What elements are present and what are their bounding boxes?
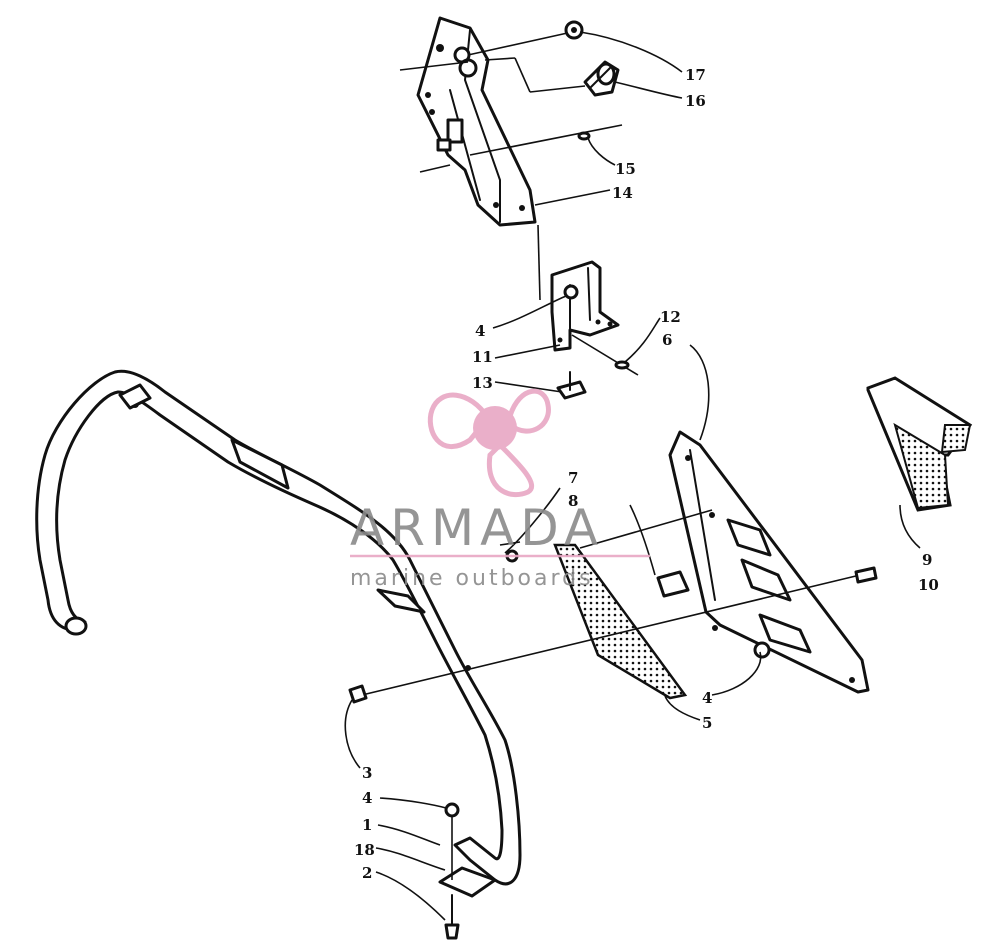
callout-18: 18 <box>354 841 375 859</box>
callout-12: 12 <box>660 308 681 326</box>
nut-4-panel <box>753 641 771 659</box>
callout-6: 6 <box>662 331 672 349</box>
callout-8: 8 <box>568 492 578 510</box>
watermark: ARMADA marine outboards <box>350 388 650 591</box>
watermark-tagline: marine outboards <box>350 566 594 591</box>
callout-16: 16 <box>685 92 706 110</box>
pin-12 <box>614 360 630 370</box>
propeller-logo-icon <box>427 388 551 498</box>
callout-1: 1 <box>362 816 372 834</box>
callout-10: 10 <box>918 576 939 594</box>
foam-block <box>866 376 973 512</box>
callout-5: 5 <box>702 714 712 732</box>
pin-15 <box>577 131 591 141</box>
nut-3 <box>348 684 368 704</box>
leader-lines <box>344 31 921 921</box>
callout-4-upper: 4 <box>475 322 485 340</box>
clip-13 <box>556 371 587 400</box>
callout-4-lower: 4 <box>362 789 372 807</box>
callout-17: 17 <box>685 66 706 84</box>
callout-labels: 17 16 15 14 12 6 4 11 13 7 8 9 10 4 5 3 … <box>354 66 939 882</box>
watermark-brand: ARMADA <box>350 499 604 557</box>
side-panel <box>656 430 870 694</box>
callout-9: 9 <box>922 551 932 569</box>
callout-15: 15 <box>615 160 636 178</box>
callout-3: 3 <box>362 764 372 782</box>
bushing-16 <box>583 60 620 97</box>
callout-13: 13 <box>472 374 493 392</box>
foot-bracket <box>438 802 497 940</box>
upper-bracket-plate <box>416 16 537 227</box>
perforated-pad <box>553 543 688 700</box>
washer-17 <box>564 20 584 40</box>
lower-bracket <box>550 260 620 352</box>
callout-11: 11 <box>472 348 493 366</box>
tube-frame <box>35 369 522 886</box>
callout-7: 7 <box>568 469 578 487</box>
callout-14: 14 <box>612 184 633 202</box>
bolt-10 <box>854 566 878 584</box>
callout-4-mid: 4 <box>702 689 712 707</box>
callout-2: 2 <box>362 864 372 882</box>
